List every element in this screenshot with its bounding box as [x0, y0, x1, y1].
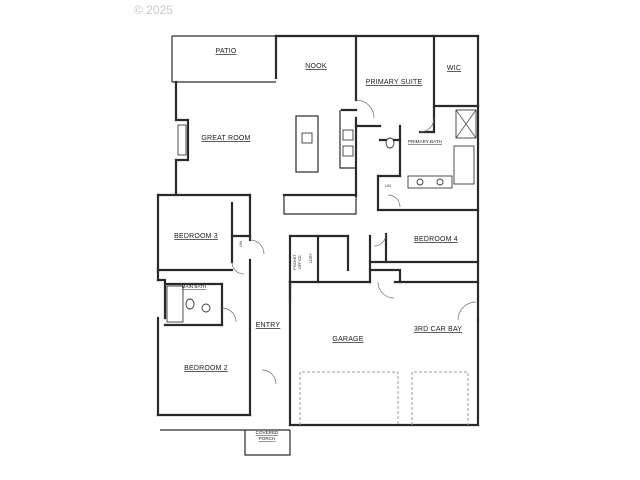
- label-primary-bath: PRIMARY BATH: [408, 139, 442, 144]
- door-swings: [221, 99, 477, 385]
- tub-surround: [453, 145, 475, 185]
- label-primary-suite: PRIMARY SUITE: [366, 79, 423, 86]
- label-nook: NOOK: [305, 63, 327, 70]
- room-labels: PATIO NOOK PRIMARY SUITE WIC GREAT ROOM …: [174, 48, 462, 441]
- primary-toilet: [385, 137, 395, 149]
- fridge: [342, 145, 354, 157]
- label-third-car-bay: 3RD CAR BAY: [414, 326, 462, 333]
- copyright-watermark: © 2025: [134, 3, 173, 17]
- label-bedroom-4: BEDROOM 4: [414, 236, 458, 243]
- label-wic: WIC: [447, 65, 461, 72]
- label-main-bath: MAIN BATH: [182, 284, 207, 289]
- fixtures: [166, 109, 477, 323]
- fireplace: [177, 124, 187, 156]
- primary-vanity: [407, 175, 453, 189]
- label-covered-porch-1: COVERED: [256, 430, 279, 435]
- label-great-room: GREAT ROOM: [201, 135, 250, 142]
- main-bath-toilet: [185, 298, 195, 310]
- label-pocket-office-1: POCKET: [293, 254, 297, 270]
- label-patio: PATIO: [216, 48, 237, 55]
- exterior-walls: [156, 34, 480, 456]
- label-linen: LIN: [239, 241, 243, 247]
- label-pocket-office-2: OFFICE: [298, 255, 302, 269]
- label-entry: ENTRY: [256, 322, 281, 329]
- main-bath-sink: [201, 303, 211, 313]
- garage-doors: [299, 371, 469, 425]
- label-laundry: LDRY: [309, 253, 313, 264]
- label-garage: GARAGE: [332, 336, 363, 343]
- label-linen-2: LIN: [385, 184, 391, 188]
- interior-walls: [156, 34, 480, 327]
- label-bedroom-2: BEDROOM 2: [184, 365, 228, 372]
- label-bedroom-3: BEDROOM 3: [174, 233, 218, 240]
- kitchen-sink: [301, 132, 313, 144]
- label-covered-porch-2: PORCH: [259, 436, 276, 441]
- main-bath-tub: [166, 285, 184, 323]
- range: [342, 129, 354, 141]
